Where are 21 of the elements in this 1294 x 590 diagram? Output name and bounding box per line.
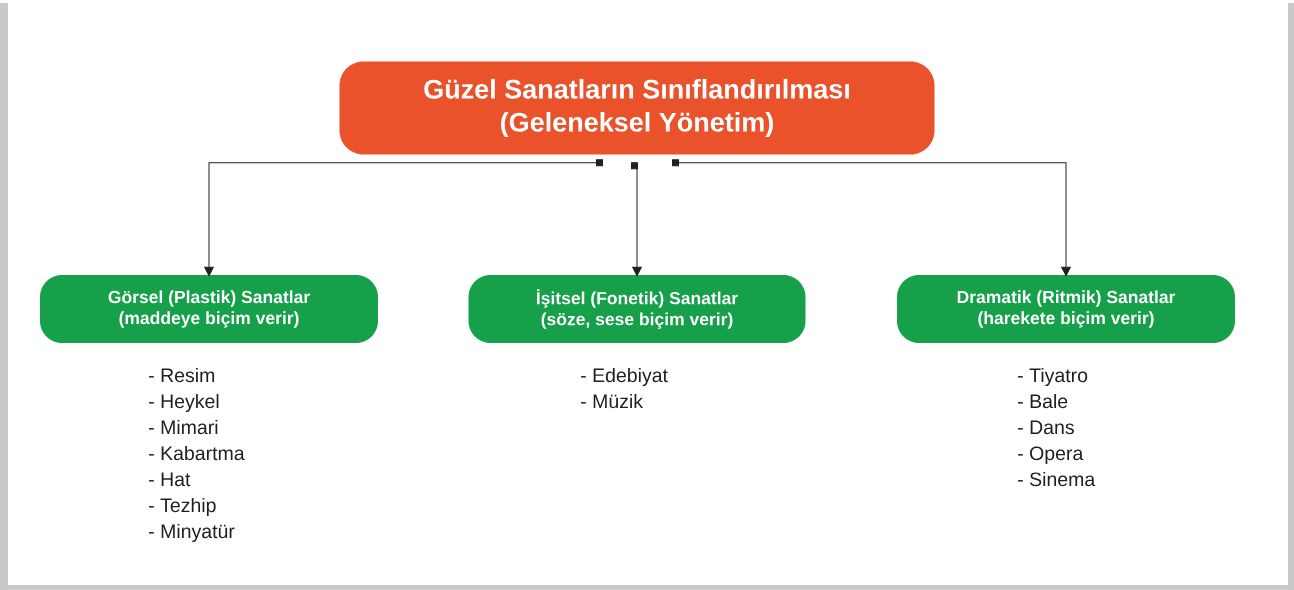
- list-item: - Kabartma: [149, 445, 245, 461]
- list-item: - Opera: [1018, 446, 1084, 465]
- list-item: - Dans: [1018, 420, 1074, 435]
- list-item: - Minyatür: [149, 523, 235, 543]
- category-box: İşitsel (Fonetik) Sanatlar (söze, sese biçim verir): [468, 275, 806, 343]
- list-item: - Sinema: [1018, 471, 1096, 487]
- list-item: - Müzik: [581, 393, 644, 409]
- list-item: - Tezhip: [149, 497, 216, 517]
- category-box: Dramatik (Ritmik) Sanatlar (harekete biçim verir): [897, 275, 1235, 343]
- arrow: [631, 162, 642, 277]
- list-item: - Hat: [149, 472, 191, 487]
- category-box: Görsel (Plastik) Sanatlar (maddeye biçim verir): [40, 275, 378, 343]
- list-item: - Mimari: [149, 419, 218, 435]
- title-box: Güzel Sanatların Sınıflandırılması (Geleneksel Yönetim): [339, 61, 935, 155]
- list-item: - Edebiyat: [581, 367, 668, 387]
- list-item: - Bale: [1018, 393, 1068, 409]
- list-item: - Tiyatro: [1018, 367, 1088, 387]
- arrow: [672, 159, 1071, 277]
- list-item: - Heykel: [149, 393, 219, 413]
- arrow: [204, 159, 603, 277]
- list-item: - Resim: [149, 367, 215, 383]
